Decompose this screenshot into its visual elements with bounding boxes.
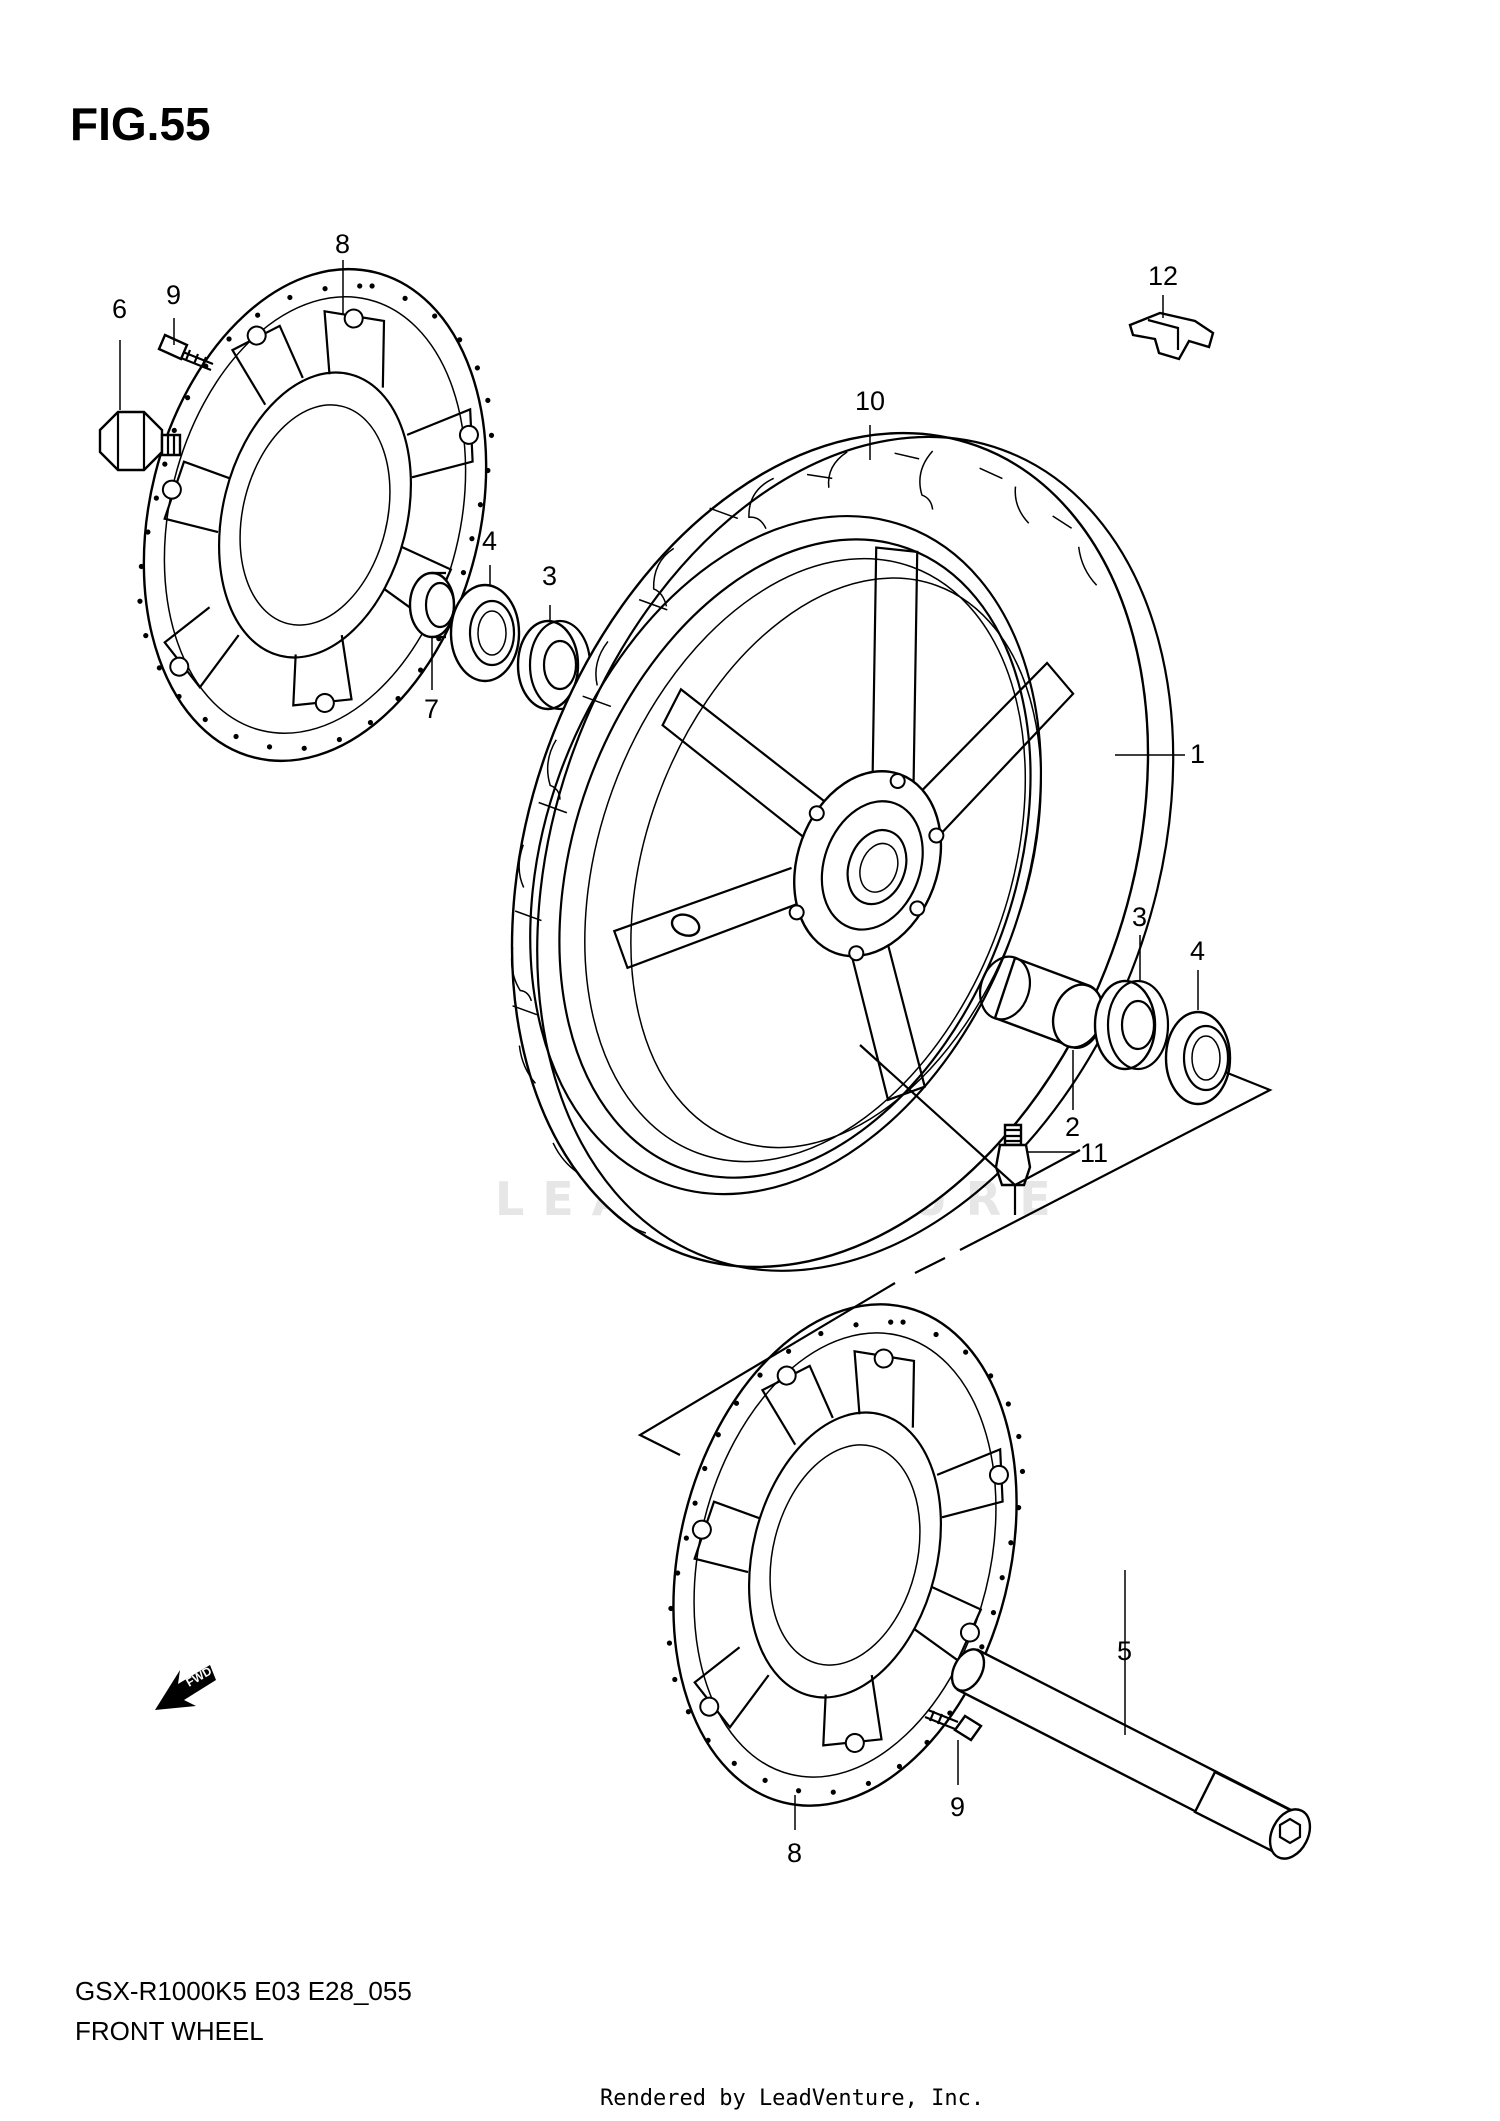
callout-12: 12 xyxy=(1148,261,1178,291)
dust-seal-collar[interactable] xyxy=(408,571,456,639)
disc-bolt-upper[interactable] xyxy=(157,333,214,372)
fwd-arrow-icon: FWD xyxy=(155,1664,216,1710)
callout-4-lower: 4 xyxy=(1190,936,1205,966)
brake-disc-lower[interactable] xyxy=(623,1268,1067,1843)
callout-4-upper: 4 xyxy=(482,526,497,556)
brake-disc-upper[interactable] xyxy=(94,233,535,798)
oil-seal-lower[interactable] xyxy=(1164,1010,1232,1106)
assembly-guide-lines xyxy=(637,1044,1273,1456)
callout-leaders xyxy=(119,260,1199,1830)
model-code: GSX-R1000K5 E03 E28_055 xyxy=(75,1976,412,2006)
callout-1: 1 xyxy=(1190,739,1205,769)
callout-6: 6 xyxy=(112,294,127,324)
diagram-name: FRONT WHEEL xyxy=(75,2016,264,2046)
callouts: 1 2 3 3 4 4 5 6 7 8 8 9 9 10 11 12 xyxy=(112,229,1205,1868)
callout-7: 7 xyxy=(424,694,439,724)
callout-8-upper: 8 xyxy=(335,229,350,259)
callout-3-upper: 3 xyxy=(542,561,557,591)
front-axle[interactable] xyxy=(946,1644,1318,1865)
bearing-upper[interactable] xyxy=(516,619,592,711)
clip[interactable] xyxy=(1128,311,1215,361)
callout-9-lower: 9 xyxy=(950,1792,965,1822)
callout-8-lower: 8 xyxy=(787,1838,802,1868)
callout-3-lower: 3 xyxy=(1132,902,1147,932)
axle-nut[interactable] xyxy=(98,410,182,472)
callout-5: 5 xyxy=(1117,1636,1132,1666)
disc-bolt-lower[interactable] xyxy=(924,1708,983,1742)
wheel-assembly[interactable] xyxy=(401,339,1284,1366)
oil-seal-upper[interactable] xyxy=(449,583,521,683)
callout-2: 2 xyxy=(1065,1112,1080,1142)
render-credit: Rendered by LeadVenture, Inc. xyxy=(600,2086,984,2111)
figure-title: FIG.55 xyxy=(70,98,211,150)
callout-11: 11 xyxy=(1080,1138,1108,1168)
callout-10: 10 xyxy=(855,386,885,416)
callout-9-upper: 9 xyxy=(166,280,181,310)
bearing-lower[interactable] xyxy=(1093,979,1170,1071)
